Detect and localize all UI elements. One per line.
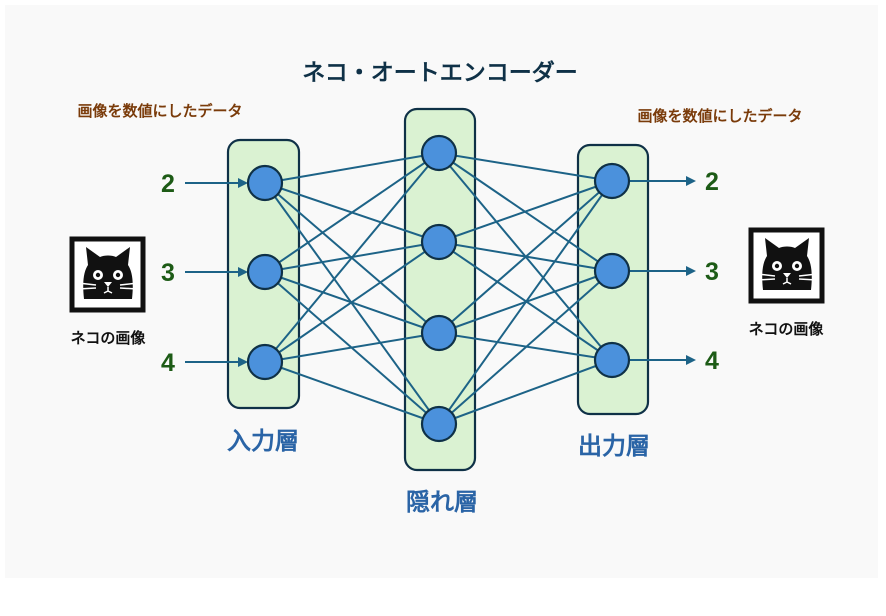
input-value-1: 2 — [161, 170, 175, 198]
edge-input2-hidden1 — [264, 152, 440, 273]
output-node-2 — [593, 252, 631, 290]
edge-input3-hidden1 — [264, 152, 440, 363]
output-image-label: ネコの画像 — [749, 320, 825, 338]
input-data-caption: 画像を数値にしたデータ — [77, 102, 242, 120]
hidden-node-3 — [420, 314, 458, 352]
input-node-2 — [246, 253, 284, 291]
edge-input3-hidden3 — [264, 332, 440, 363]
input-layer-label: 入力層 — [227, 427, 299, 455]
output-node-1 — [593, 162, 631, 200]
output-cat-image — [748, 227, 825, 304]
edge-hidden1-output1 — [438, 152, 613, 182]
input-node-1 — [246, 164, 284, 202]
output-data-caption: 画像を数値にしたデータ — [637, 107, 802, 125]
connections-overlay — [264, 152, 613, 425]
cat-face-icon — [69, 236, 146, 313]
input-value-2: 3 — [161, 259, 175, 287]
hidden-layer-label: 隠れ層 — [406, 488, 478, 516]
edge-hidden2-output1 — [438, 180, 613, 243]
hidden-node-2 — [420, 223, 458, 261]
edge-hidden3-output1 — [438, 180, 613, 334]
arrowhead-icon — [686, 355, 696, 365]
edge-input3-hidden2 — [264, 241, 440, 363]
arrowhead-icon — [238, 357, 248, 367]
input-image-label: ネコの画像 — [71, 329, 147, 347]
output-values: 2 3 4 — [629, 168, 719, 375]
hidden-layer-box — [403, 107, 477, 472]
output-value-1: 2 — [705, 168, 719, 196]
hidden-node-1 — [420, 134, 458, 172]
input-values: 2 3 4 — [161, 170, 248, 377]
arrowhead-icon — [686, 266, 696, 276]
output-value-2: 3 — [705, 258, 719, 286]
output-value-3: 4 — [705, 347, 719, 375]
nodes — [246, 134, 631, 443]
edge-hidden4-output3 — [438, 359, 613, 425]
input-node-3 — [246, 343, 284, 381]
edge-hidden4-output1 — [438, 180, 613, 425]
output-node-3 — [593, 341, 631, 379]
arrowhead-icon — [686, 176, 696, 186]
arrowhead-icon — [238, 267, 248, 277]
diagram-title: ネコ・オートエンコーダー — [302, 59, 578, 86]
edge-input3-hidden4 — [264, 361, 440, 425]
input-value-3: 4 — [161, 349, 175, 377]
output-layer-label: 出力層 — [578, 432, 650, 460]
edge-hidden4-output2 — [438, 270, 613, 425]
cat-face-icon — [748, 227, 825, 304]
input-cat-image — [69, 236, 146, 313]
arrowhead-icon — [238, 178, 248, 188]
edge-input1-hidden1 — [264, 152, 440, 184]
hidden-node-4 — [420, 405, 458, 443]
